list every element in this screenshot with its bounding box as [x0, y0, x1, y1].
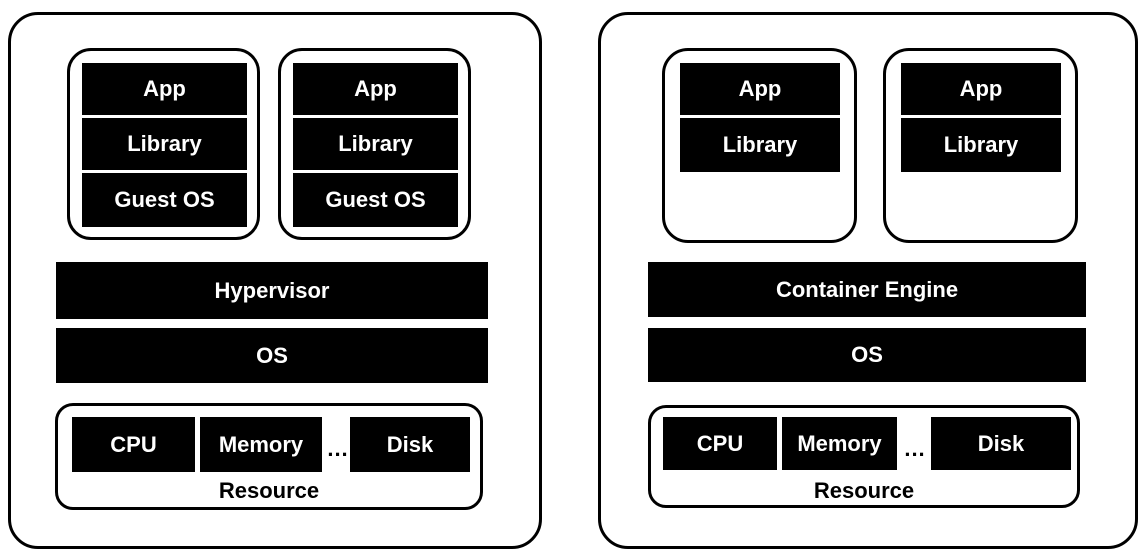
container-engine-bar: Container Engine	[648, 262, 1086, 317]
resource-box: CPU Memory ... Disk Resource	[55, 403, 483, 510]
container-2-layer-stack: App Library	[901, 63, 1061, 172]
hypervisor-bar: Hypervisor	[56, 262, 488, 319]
cpu-box: CPU	[663, 417, 777, 470]
vm-box-2: App Library Guest OS	[278, 48, 471, 240]
disk-box: Disk	[350, 417, 470, 472]
container-1-library-layer: Library	[680, 118, 840, 172]
vm-2-library-layer: Library	[293, 118, 458, 170]
host-os-bar: OS	[648, 328, 1086, 382]
host-os-bar: OS	[56, 328, 488, 383]
memory-box: Memory	[782, 417, 897, 470]
container-1-app-layer: App	[680, 63, 840, 115]
vm-1-guest-os-layer: Guest OS	[82, 173, 247, 227]
container-1-layer-stack: App Library	[680, 63, 840, 172]
vm-host-panel: App Library Guest OS App Library Guest O…	[8, 12, 542, 549]
vm-1-layer-stack: App Library Guest OS	[82, 63, 247, 227]
disk-box: Disk	[931, 417, 1071, 470]
resource-box: CPU Memory ... Disk Resource	[648, 405, 1080, 508]
vm-2-app-layer: App	[293, 63, 458, 115]
container-host-panel: App Library App Library Container Engine…	[598, 12, 1138, 549]
container-box-1: App Library	[662, 48, 857, 243]
cpu-box: CPU	[72, 417, 195, 472]
resource-label: Resource	[218, 478, 320, 503]
vm-1-library-layer: Library	[82, 118, 247, 170]
vm-2-guest-os-layer: Guest OS	[293, 173, 458, 227]
container-2-app-layer: App	[901, 63, 1061, 115]
ellipsis: ...	[327, 436, 349, 461]
ellipsis: ...	[904, 436, 926, 461]
vm-2-layer-stack: App Library Guest OS	[293, 63, 458, 227]
resource-label: Resource	[813, 478, 915, 503]
vm-box-1: App Library Guest OS	[67, 48, 260, 240]
memory-box: Memory	[200, 417, 322, 472]
container-2-library-layer: Library	[901, 118, 1061, 172]
container-box-2: App Library	[883, 48, 1078, 243]
vm-1-app-layer: App	[82, 63, 247, 115]
